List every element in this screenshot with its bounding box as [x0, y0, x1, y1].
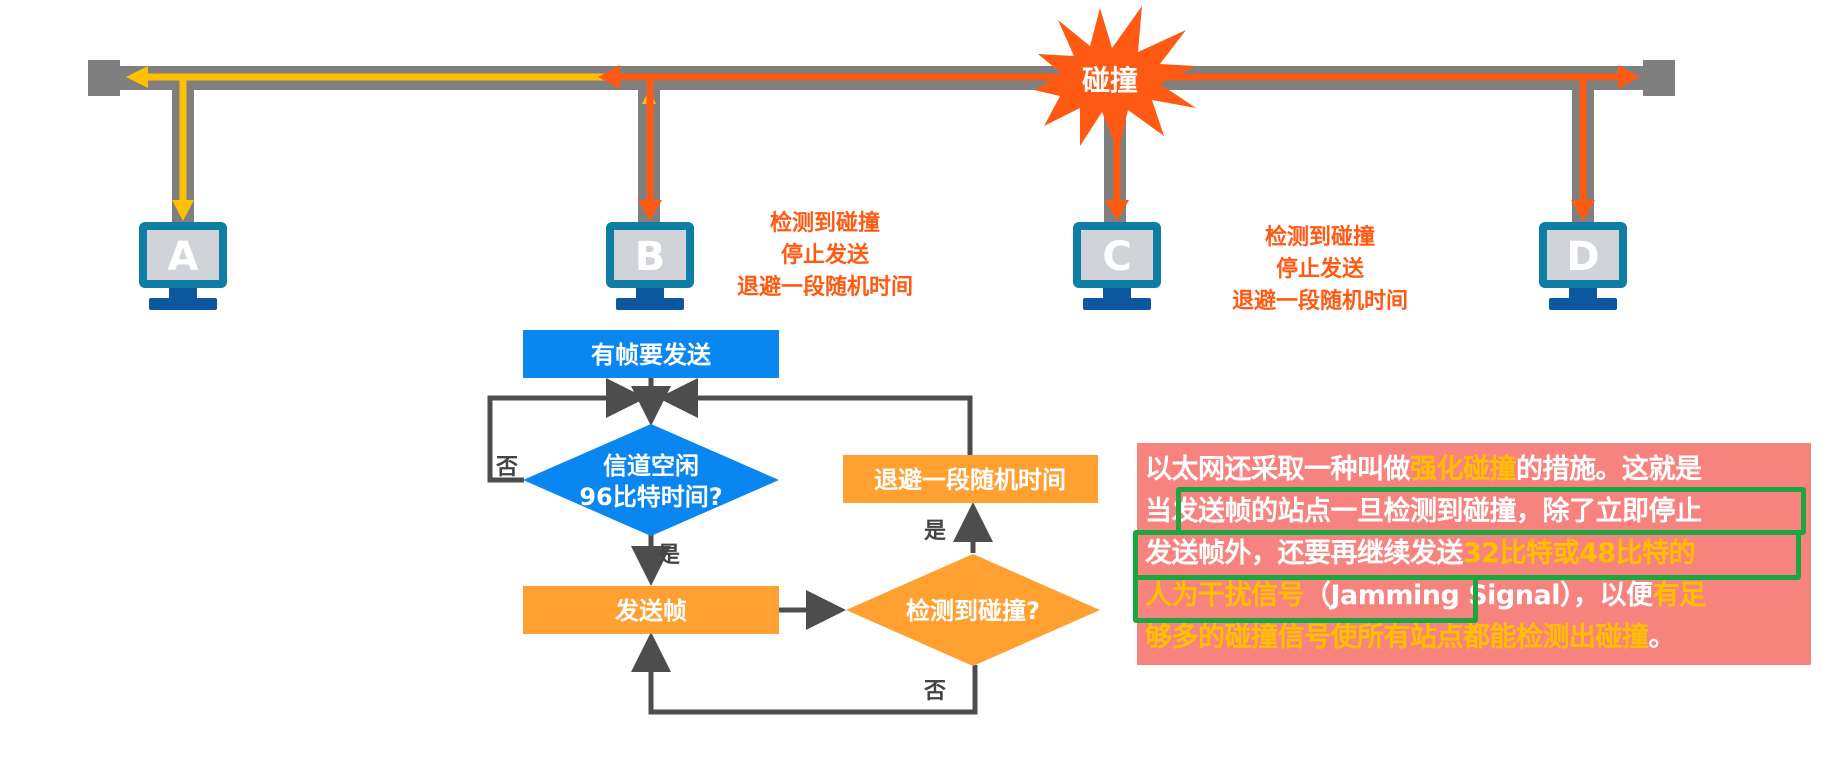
arrow-down-orange-d-icon: [1571, 200, 1595, 221]
info-line-4: 人为干扰信号（Jamming Signal），以便有足: [1145, 575, 1801, 617]
info-line-1: 以太网还采取一种叫做强化碰撞的措施。这就是: [1145, 449, 1801, 491]
info-text: 发送帧的站点一旦检测到碰撞，除了立即停止: [1171, 496, 1703, 527]
info-line-3: 发送帧外，还要再继续发送32比特或48比特的: [1145, 533, 1801, 575]
flowchart-connectors: [487, 378, 993, 715]
note-b-line-1: 检测到碰撞: [770, 210, 880, 236]
flow-start-label: 有帧要发送: [591, 341, 712, 369]
note-b-line-2: 停止发送: [781, 242, 869, 268]
station-label: B: [635, 234, 666, 280]
station-c[interactable]: C: [1073, 222, 1161, 310]
flow-start-box: 有帧要发送: [523, 330, 779, 378]
label-no-idle: 否: [495, 455, 518, 480]
station-label: A: [168, 234, 199, 280]
info-text: 发送帧外，还要再继续发送: [1145, 538, 1464, 569]
info-line-2: 当发送帧的站点一旦检测到碰撞，除了立即停止: [1145, 491, 1801, 533]
station-label: D: [1566, 234, 1599, 280]
info-highlight: 人为干扰信号: [1145, 580, 1305, 611]
station-label: C: [1102, 234, 1131, 280]
flow-idle-label-2: 96比特时间?: [579, 483, 722, 511]
arrow-down-orange-c-icon: [1105, 200, 1129, 221]
flow-idle-label-1: 信道空闲: [603, 452, 699, 480]
bus-cable: [88, 60, 1675, 224]
station-d[interactable]: D: [1539, 222, 1627, 310]
info-highlight: 32比特或48比特的: [1463, 538, 1696, 569]
station-a[interactable]: A: [139, 222, 227, 310]
arrow-down-yellow-icon: [172, 200, 194, 221]
label-yes-idle: 是: [658, 543, 680, 568]
station-b[interactable]: B: [606, 222, 694, 310]
collision-label: 碰撞: [1082, 64, 1138, 97]
info-text: 。: [1648, 622, 1676, 653]
info-text: 的措施。这就是: [1516, 454, 1702, 485]
bus-terminator-left: [88, 60, 120, 96]
flow-send-label: 发送帧: [614, 597, 687, 625]
info-highlight: 有足: [1652, 580, 1706, 611]
jamming-signal-explanation: 以太网还采取一种叫做强化碰撞的措施。这就是 当发送帧的站点一旦检测到碰撞，除了立…: [1137, 443, 1811, 665]
label-yes-detect: 是: [924, 519, 946, 544]
note-c-line-1: 检测到碰撞: [1265, 224, 1375, 250]
arrow-down-orange-b-icon: [638, 200, 662, 221]
bus-terminator-right: [1643, 60, 1675, 96]
yellow-signal: [126, 66, 656, 221]
note-c: 检测到碰撞 停止发送 退避一段随机时间: [1232, 224, 1408, 314]
note-c-line-2: 停止发送: [1276, 256, 1364, 282]
label-no-detect: 否: [923, 679, 946, 704]
explosion-icon: [1034, 6, 1196, 152]
flow-detect-decision: 检测到碰撞?: [846, 554, 1100, 666]
note-c-line-3: 退避一段随机时间: [1232, 288, 1408, 314]
info-text: 以太网还采取一种叫做: [1145, 454, 1411, 485]
info-highlight: 够多的碰撞信号使所有站点都能检测出碰撞: [1145, 622, 1649, 653]
flow-idle-decision: 信道空闲 96比特时间?: [523, 424, 779, 536]
arrow-left-orange-icon: [598, 65, 620, 89]
collision-burst: 碰撞: [1034, 6, 1196, 152]
info-line-5: 够多的碰撞信号使所有站点都能检测出碰撞。: [1145, 617, 1801, 659]
note-b-line-3: 退避一段随机时间: [737, 274, 913, 300]
info-highlight: 强化碰撞: [1410, 454, 1517, 485]
arrow-right-orange-icon: [1618, 65, 1640, 89]
info-text: 当: [1145, 496, 1172, 527]
arrow-left-yellow-icon: [126, 66, 148, 88]
note-b: 检测到碰撞 停止发送 退避一段随机时间: [737, 210, 913, 300]
flow-send-box: 发送帧: [523, 586, 779, 634]
flow-detect-label: 检测到碰撞?: [906, 597, 1040, 625]
flow-backoff-box: 退避一段随机时间: [843, 455, 1098, 503]
info-text: （Jamming Signal），以便: [1304, 580, 1653, 611]
flow-backoff-label: 退避一段随机时间: [874, 466, 1066, 494]
